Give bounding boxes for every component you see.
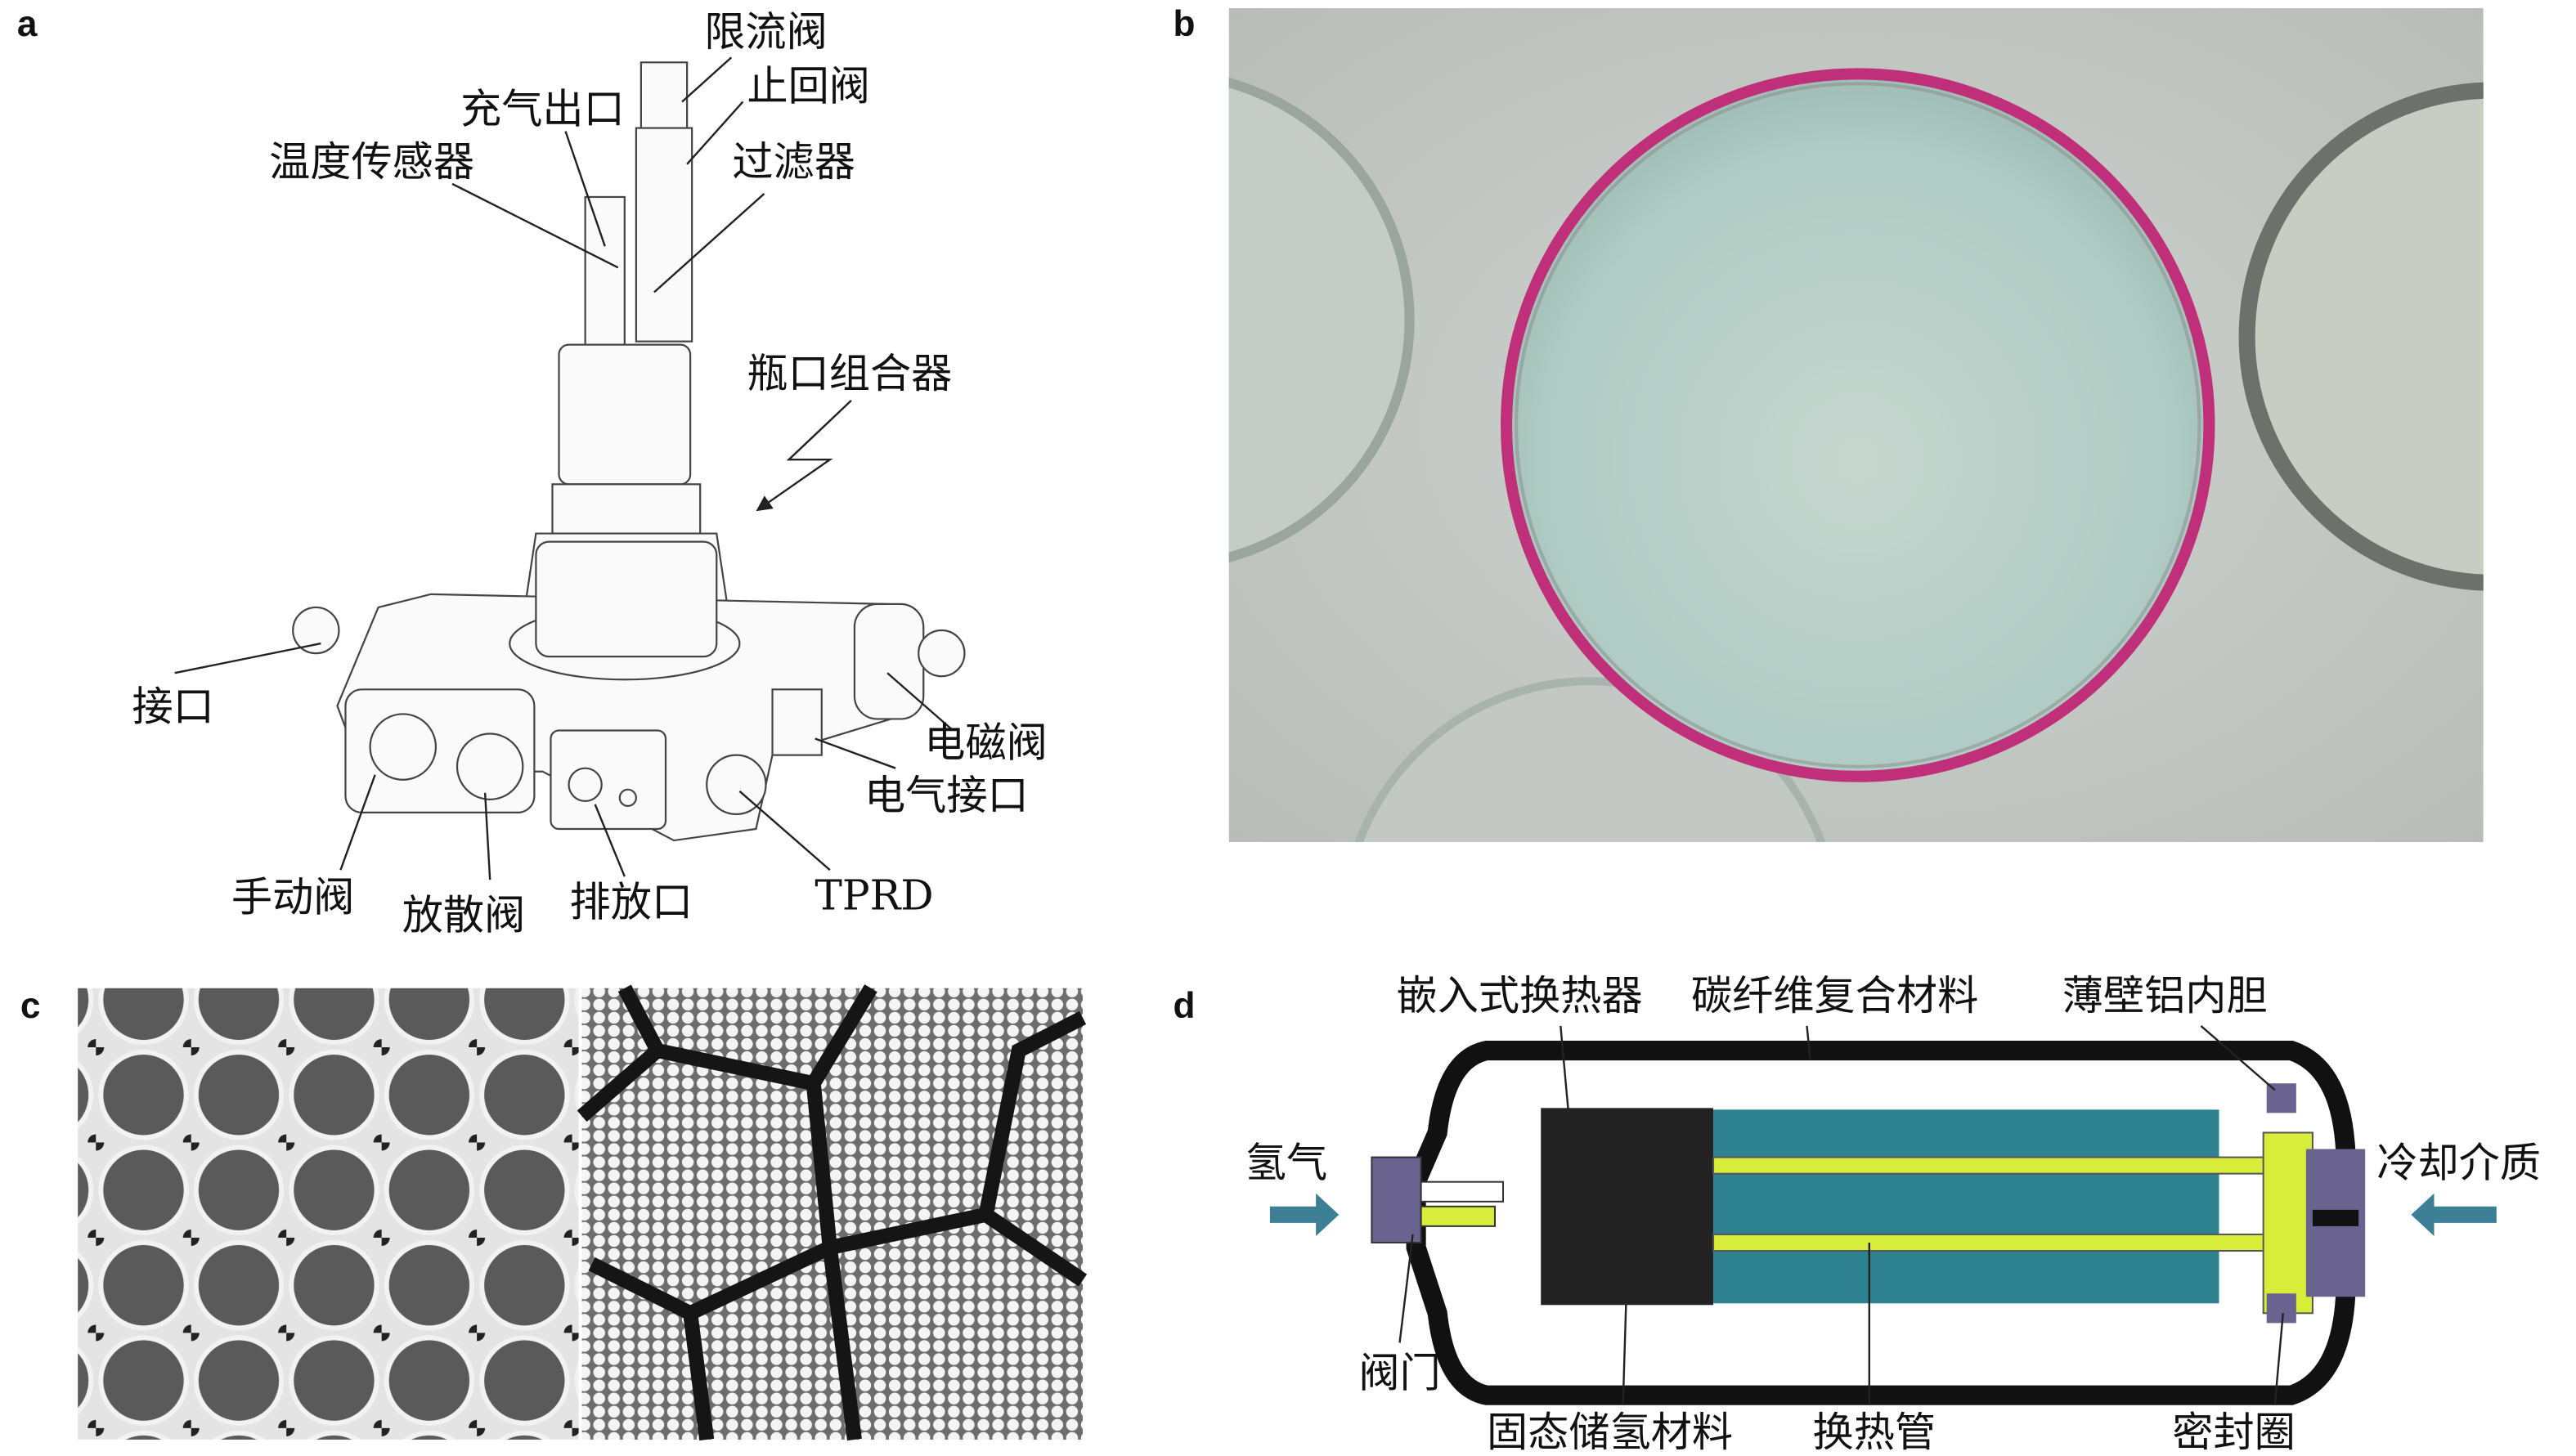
panel-b: b [1173,4,2484,843]
label-bottle-valve-assembly: 瓶口组合器 [747,349,952,397]
coolant-manifold [2262,1131,2313,1315]
label-vent-valve: 放散阀 [402,890,526,939]
label-electrical-connector: 电气接口 [864,771,1029,819]
label-solid-hydrogen-storage-material: 固态储氢材料 [1487,1408,1733,1456]
label-temperature-sensor: 温度传感器 [269,137,474,186]
embedded-heat-exchanger [1541,1108,1714,1306]
microsphere [1501,68,2215,782]
label-thin-wall-aluminum-liner: 薄壁铝内胆 [2062,971,2268,1019]
label-seal-ring: 密封圈 [2172,1408,2296,1456]
callout-labels: 限流阀 止回阀 充气出口 温度传感器 过滤器 瓶口组合器 接口 电磁阀 电气接口… [132,7,1047,939]
label-valve: 阀门 [1358,1349,1440,1397]
label-drain-port: 排放口 [570,877,693,925]
seal-ring-bottom [2266,1293,2296,1324]
panel-a: a [17,4,1048,939]
label-manual-valve: 手动阀 [231,872,355,921]
hollow-sphere-packing-photo [78,988,579,1440]
label-embedded-heat-exchanger: 嵌入式换热器 [1397,971,1643,1019]
panel-label-d: d [1173,986,1195,1026]
panel-label-c: c [20,986,41,1026]
label-solenoid-valve: 电磁阀 [924,719,1048,767]
label-check-valve: 止回阀 [747,61,870,110]
panel-c: c [20,984,1088,1441]
hexagonal-packing-photo [577,984,1088,1441]
coolant-inlet-arrow [2411,1193,2497,1236]
hydrogen-inlet-arrow [1269,1193,1340,1236]
panel-label-b: b [1173,4,1195,44]
valve-assembly-drawing [292,61,966,842]
solid-state-hydrogen-material [1713,1109,2219,1304]
panel-d: d 嵌入式换热器 碳纤维复合材料 薄壁铝内胆 氢气 冷却介质 阀门 固态储氢 [1173,971,2541,1456]
valve-body [1371,1156,1422,1243]
label-fill-outlet: 充气出口 [460,85,625,133]
heat-exchange-tube-lower [1712,1233,2273,1252]
callout-lines [174,56,954,880]
label-tprd: TPRD [815,871,933,919]
microsphere-photo [1228,8,2484,843]
label-hydrogen: 氢气 [1245,1139,1327,1187]
label-flow-limiting-valve: 限流阀 [704,7,828,56]
panel-label-a: a [17,4,38,44]
label-carbon-fiber-composite: 碳纤维复合材料 [1691,971,1978,1019]
label-heat-exchange-tube: 换热管 [1813,1408,1936,1456]
callout-lines-d [1398,1025,2284,1405]
label-coolant: 冷却介质 [2376,1139,2541,1187]
heat-exchange-tube-upper [1712,1156,2273,1175]
label-filter: 过滤器 [732,137,855,186]
label-port: 接口 [132,682,213,730]
